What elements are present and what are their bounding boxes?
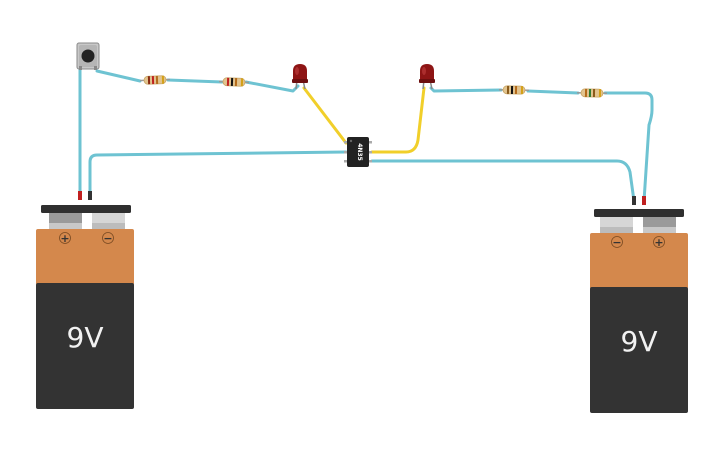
wire-button-to-resistor1[interactable]: [95, 69, 142, 83]
battery-1-terminal-right[interactable]: [92, 213, 125, 223]
resistor-3[interactable]: [498, 85, 530, 95]
resistor-2[interactable]: [218, 77, 250, 87]
battery-2[interactable]: − + 9V: [590, 196, 688, 413]
wires-yellow: [302, 86, 426, 154]
wire-led2-to-resistor3[interactable]: [429, 86, 503, 93]
resistor-band: [584, 88, 588, 97]
resistor-band: [520, 86, 524, 95]
battery-1[interactable]: + − 9V: [36, 191, 134, 409]
resistor-band: [226, 77, 230, 86]
battery-1-minus-sign: −: [103, 232, 112, 245]
resistor-band: [506, 85, 510, 94]
optocoupler-4n35[interactable]: 4N35: [344, 137, 372, 167]
resistor-band: [234, 78, 238, 87]
wire-resistor2-to-led1[interactable]: [244, 80, 300, 93]
resistor-band: [592, 89, 596, 98]
battery-1-plus-sign: +: [60, 232, 69, 245]
resistor-band: [230, 77, 234, 86]
wire-resistor3-to-resistor4[interactable]: [526, 89, 580, 95]
wire-resistor1-to-resistor2[interactable]: [166, 78, 224, 84]
wires-blue: [78, 66, 654, 203]
resistor-1[interactable]: [139, 75, 171, 85]
pushbutton[interactable]: [76, 42, 100, 70]
battery-2-terminal-right[interactable]: [643, 217, 676, 227]
optocoupler-label: 4N35: [356, 143, 363, 161]
wire-battery1-to-optocoupler[interactable]: [88, 150, 348, 199]
wire-optocoupler-to-battery2[interactable]: [370, 159, 636, 203]
wire-led2-to-optocoupler[interactable]: [370, 86, 426, 154]
resistor-band: [598, 89, 602, 98]
battery-2-terminal-left[interactable]: [600, 217, 633, 227]
wire-led1-to-optocoupler[interactable]: [302, 86, 348, 145]
resistor-4[interactable]: [576, 88, 608, 98]
resistor-band: [240, 78, 244, 87]
battery-1-terminal-left[interactable]: [49, 213, 82, 223]
resistor-band: [514, 86, 518, 95]
resistor-band: [155, 75, 159, 84]
battery-2-plus-sign: +: [654, 236, 663, 249]
pushbutton-cap[interactable]: [81, 49, 95, 63]
led-2[interactable]: [419, 64, 435, 90]
wire-resistor4-to-battery2[interactable]: [603, 91, 654, 203]
resistor-band: [147, 76, 151, 85]
resistor-band: [510, 85, 514, 94]
resistor-band: [151, 76, 155, 85]
resistor-band: [588, 88, 592, 97]
battery-1-label: 9V: [67, 321, 104, 354]
battery-2-label: 9V: [621, 325, 658, 358]
battery-2-minus-sign: −: [612, 236, 621, 249]
resistor-band: [161, 75, 165, 84]
led-1[interactable]: [292, 64, 308, 90]
